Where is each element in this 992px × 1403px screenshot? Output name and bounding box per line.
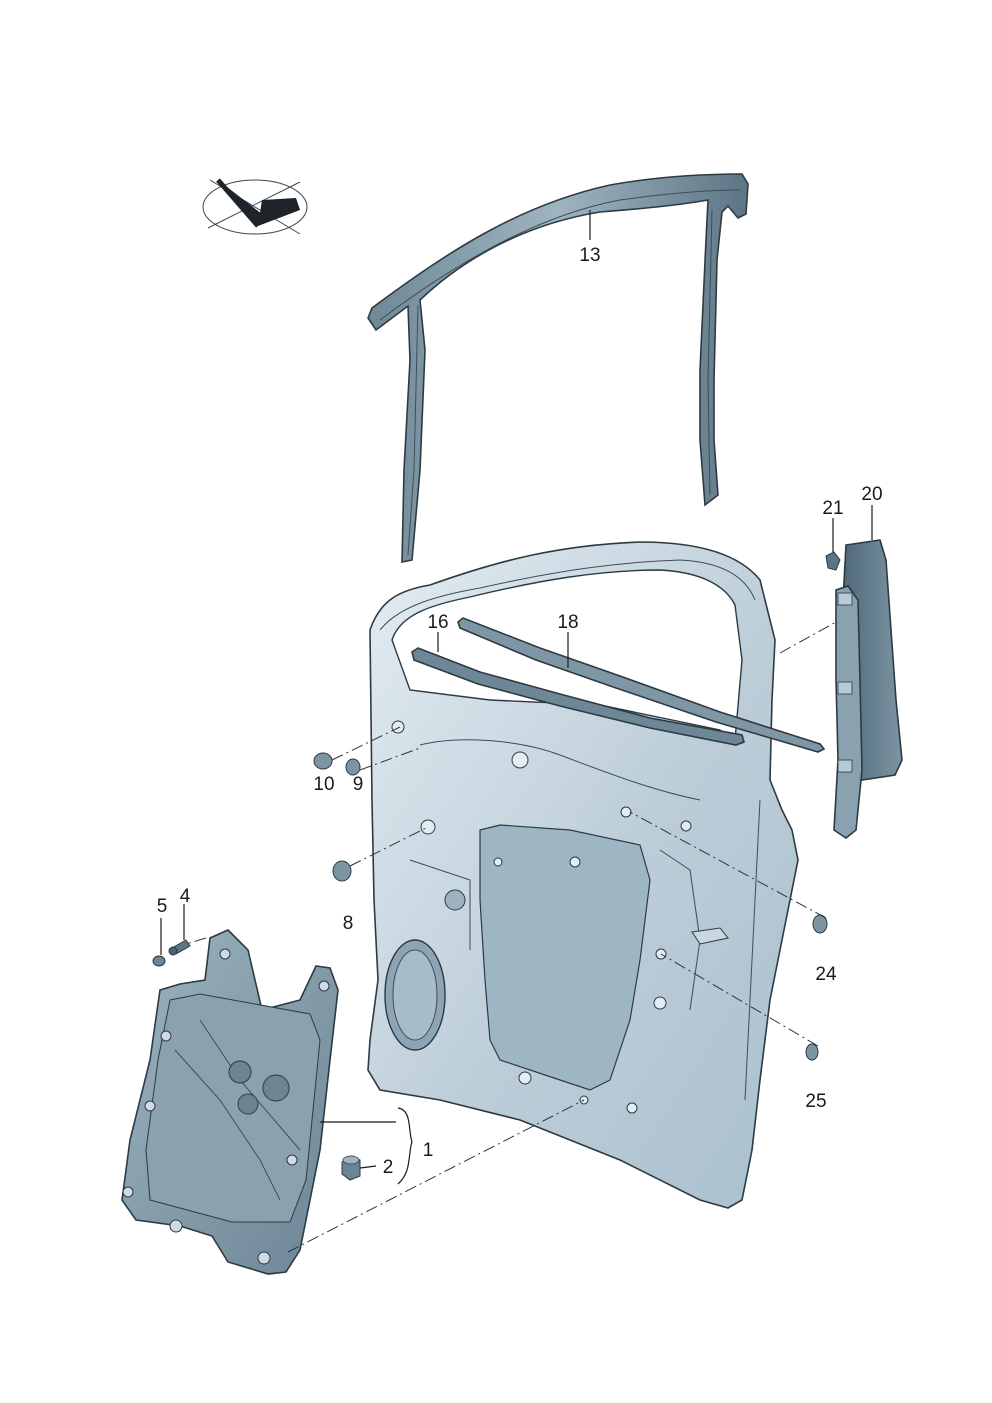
regulator-connector [341, 1155, 361, 1181]
callout-5: 5 [157, 896, 168, 917]
callout-25: 25 [805, 1091, 826, 1112]
callout-13: 13 [579, 245, 600, 266]
regulator-bolt [168, 939, 191, 956]
window-frame-seal [367, 173, 749, 563]
callout-1: 1 [423, 1140, 434, 1161]
callout-20: 20 [861, 484, 882, 505]
callout-2: 2 [383, 1157, 394, 1178]
callout-8: 8 [343, 913, 354, 934]
callout-24: 24 [815, 964, 837, 985]
inner-window-seal [411, 647, 745, 746]
window-regulator-assembly [121, 929, 339, 1275]
callout-21: 21 [822, 498, 843, 519]
callout-16: 16 [427, 612, 448, 633]
window-trim-panel [833, 539, 903, 839]
trim-clip [825, 551, 841, 571]
callout-4: 4 [180, 886, 191, 907]
callout-10: 10 [313, 774, 334, 795]
assembly-lines [185, 621, 837, 1253]
door-shell [367, 541, 799, 1209]
callout-18: 18 [557, 612, 578, 633]
sealing-plug-9 [345, 758, 361, 776]
view-direction-arrow-icon [202, 178, 308, 235]
callout-labels: 13 16 18 20 21 10 9 8 24 25 4 5 2 1 [157, 245, 883, 1178]
sealing-plug-8 [332, 860, 352, 882]
sealing-plug-10 [313, 752, 333, 770]
regulator-nut [152, 955, 166, 967]
sealing-plug-25 [805, 1043, 819, 1061]
callout-9: 9 [353, 774, 364, 795]
leader-lines [160, 210, 873, 1185]
outer-window-seal [457, 617, 826, 753]
